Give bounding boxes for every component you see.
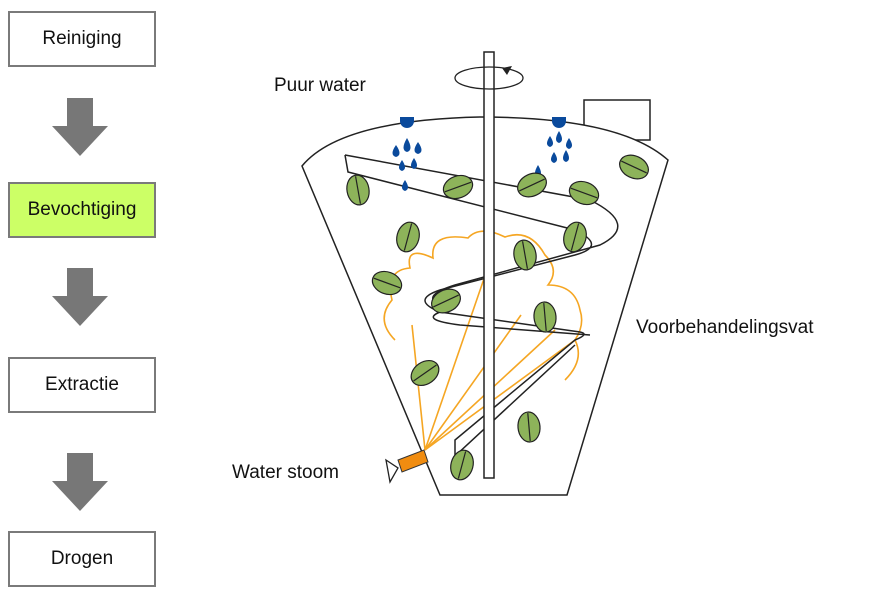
down-arrow-icon	[52, 98, 108, 156]
coffee-bean	[517, 411, 541, 443]
steam-inlet-pipe	[385, 449, 429, 484]
steam-label: Water stoom	[232, 462, 339, 483]
coffee-bean	[410, 359, 440, 387]
coffee-beans	[346, 154, 649, 481]
step-extractie: Extractie	[8, 357, 156, 413]
vessel-label: Voorbehandelingsvat	[636, 317, 814, 338]
step-label: Extractie	[45, 374, 119, 395]
coffee-bean	[533, 301, 557, 333]
coffee-bean	[563, 221, 587, 253]
coffee-bean	[517, 172, 547, 198]
step-drogen: Drogen	[8, 531, 156, 587]
step-label: Drogen	[50, 548, 114, 569]
water-nozzles	[400, 117, 566, 128]
coffee-bean	[619, 154, 649, 180]
coffee-bean	[513, 239, 537, 271]
pure-water-label: Puur water	[274, 75, 366, 96]
rotation-icon	[454, 66, 524, 90]
valve-icon	[385, 458, 399, 484]
step-label: Bevochtiging	[27, 199, 137, 220]
coffee-bean	[396, 221, 420, 253]
center-shaft	[483, 51, 495, 479]
coffee-bean	[442, 174, 474, 200]
step-label: Reiniging	[42, 28, 122, 49]
coffee-bean	[371, 270, 403, 296]
coffee-bean	[450, 449, 474, 481]
step-reiniging: Reiniging	[8, 11, 156, 67]
step-bevochtiging: Bevochtiging	[8, 182, 156, 238]
down-arrow-icon	[52, 268, 108, 326]
coffee-bean	[568, 180, 600, 206]
down-arrow-icon	[52, 453, 108, 511]
steam-cloud	[383, 230, 583, 381]
coffee-bean	[346, 174, 370, 206]
